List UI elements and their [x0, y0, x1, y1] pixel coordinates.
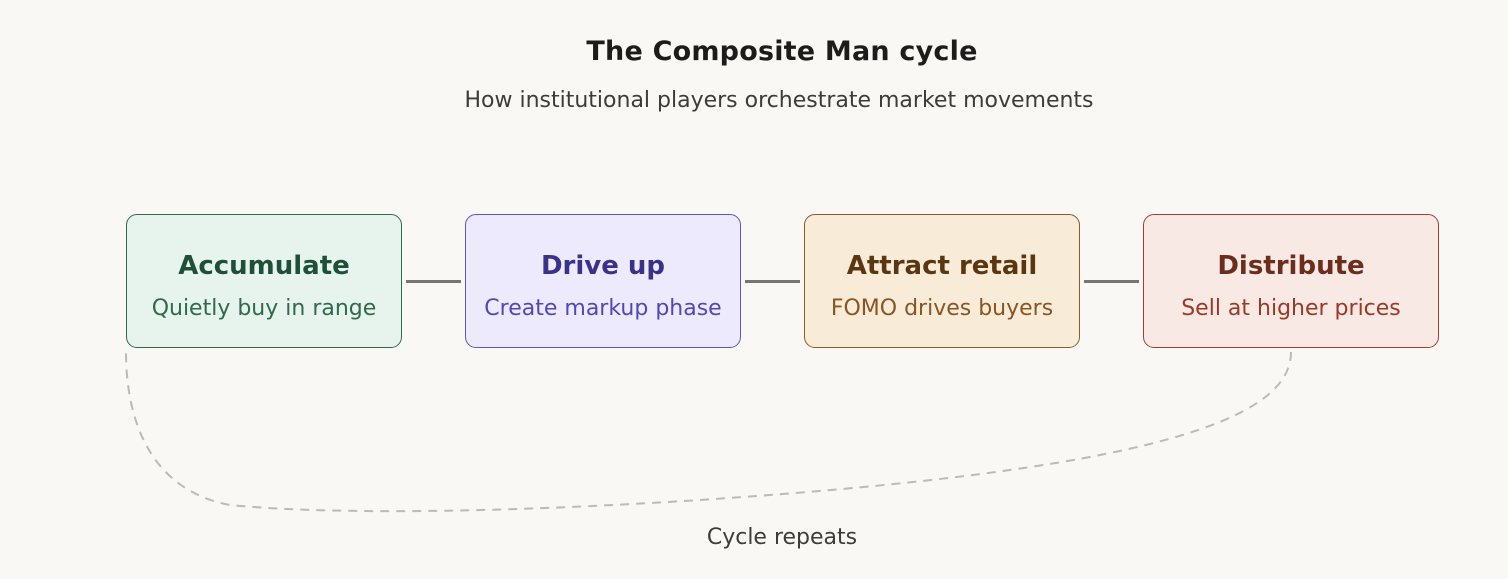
stage-accumulate: Accumulate Quietly buy in range: [126, 214, 402, 348]
stage-attract-retail: Attract retail FOMO drives buyers: [804, 214, 1080, 348]
connector-1: [406, 280, 461, 283]
stage-title: Attract retail: [846, 251, 1038, 281]
connector-2: [745, 280, 800, 283]
diagram-subtitle: How institutional players orchestrate ma…: [464, 88, 1094, 113]
stage-drive-up: Drive up Create markup phase: [465, 214, 741, 348]
cycle-loop-path: [125, 351, 1292, 513]
connector-3: [1084, 280, 1139, 283]
stage-description: Create markup phase: [484, 296, 722, 321]
stage-description: FOMO drives buyers: [830, 296, 1054, 321]
stage-distribute: Distribute Sell at higher prices: [1143, 214, 1439, 348]
stage-title: Drive up: [540, 251, 666, 281]
stage-title: Distribute: [1217, 251, 1365, 281]
stage-description: Quietly buy in range: [151, 296, 377, 321]
stage-description: Sell at higher prices: [1181, 296, 1401, 321]
cycle-repeats-label: Cycle repeats: [706, 525, 858, 550]
diagram-title: The Composite Man cycle: [586, 36, 978, 67]
stage-title: Accumulate: [178, 251, 350, 281]
